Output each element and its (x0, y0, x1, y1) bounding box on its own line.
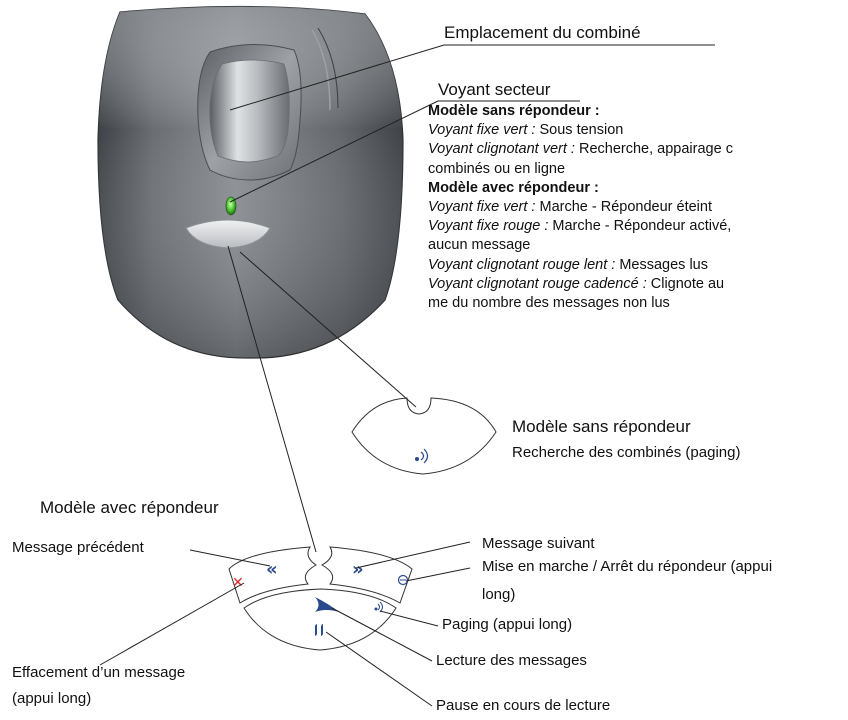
with-line-3: aucun message (428, 237, 531, 254)
without-line-2: Voyant clignotant vert : Recherche, appa… (428, 141, 733, 158)
paging-wave-icon (420, 448, 429, 464)
paging-keypad-standalone (351, 397, 497, 475)
handset-slot-label: Emplacement du combiné (444, 23, 641, 42)
next-message-label: Message suivant (482, 535, 595, 552)
model-without-title: Modèle sans répondeur (512, 417, 691, 436)
paging-long-label: Paging (appui long) (442, 616, 573, 633)
handset-slot (209, 59, 290, 163)
without-line-3: combinés ou en ligne (428, 160, 566, 177)
paging-dot-icon (415, 457, 419, 461)
pause-icon (315, 624, 323, 636)
power-toggle-icon (397, 574, 409, 586)
with-line-2: Voyant fixe rouge : Marche - Répondeur a… (428, 218, 732, 235)
on-off-label-line2: long) (482, 586, 516, 603)
on-off-label-line1: Mise en marche / Arrêt du répondeur (app… (482, 558, 773, 575)
power-led (225, 196, 237, 216)
erase-label-line2: (appui long) (12, 690, 92, 707)
prev-key-shape (228, 546, 317, 604)
play-key-shape (243, 588, 397, 651)
paging-small-icon (374, 607, 378, 611)
erase-icon: ✕ (232, 575, 244, 591)
with-line-4: Voyant clignotant rouge lent : Messages … (428, 256, 708, 273)
leader-lines (99, 44, 715, 707)
without-line-1: Voyant fixe vert : Sous tension (428, 122, 624, 139)
with-line-6: me du nombre des messages non lus (428, 294, 670, 311)
power-led-title: Voyant secteur (438, 80, 551, 99)
with-line-1: Voyant fixe vert : Marche - Répondeur ét… (428, 198, 712, 215)
with-heading: Modèle avec répondeur : (428, 179, 599, 196)
model-without-paging-label: Recherche des combinés (paging) (512, 444, 741, 461)
previous-message-label: Message précédent (12, 539, 144, 556)
with-line-5: Voyant clignotant rouge cadencé : Cligno… (428, 275, 725, 292)
next-key-shape (320, 546, 413, 604)
base-paging-button (185, 219, 271, 249)
model-with-title: Modèle avec répondeur (40, 498, 219, 517)
base-station (97, 5, 404, 359)
pause-label: Pause en cours de lecture (436, 697, 611, 714)
rewind-icon: « (266, 559, 278, 580)
erase-label-line1: Effacement d’un message (12, 664, 186, 681)
forward-icon: » (352, 559, 364, 580)
power-led-description: Modèle sans répondeur : Voyant fixe vert… (428, 102, 733, 313)
playback-label: Lecture des messages (436, 652, 587, 669)
without-heading: Modèle sans répondeur : (428, 103, 600, 119)
answering-keypad: « » ✕ (228, 546, 413, 651)
